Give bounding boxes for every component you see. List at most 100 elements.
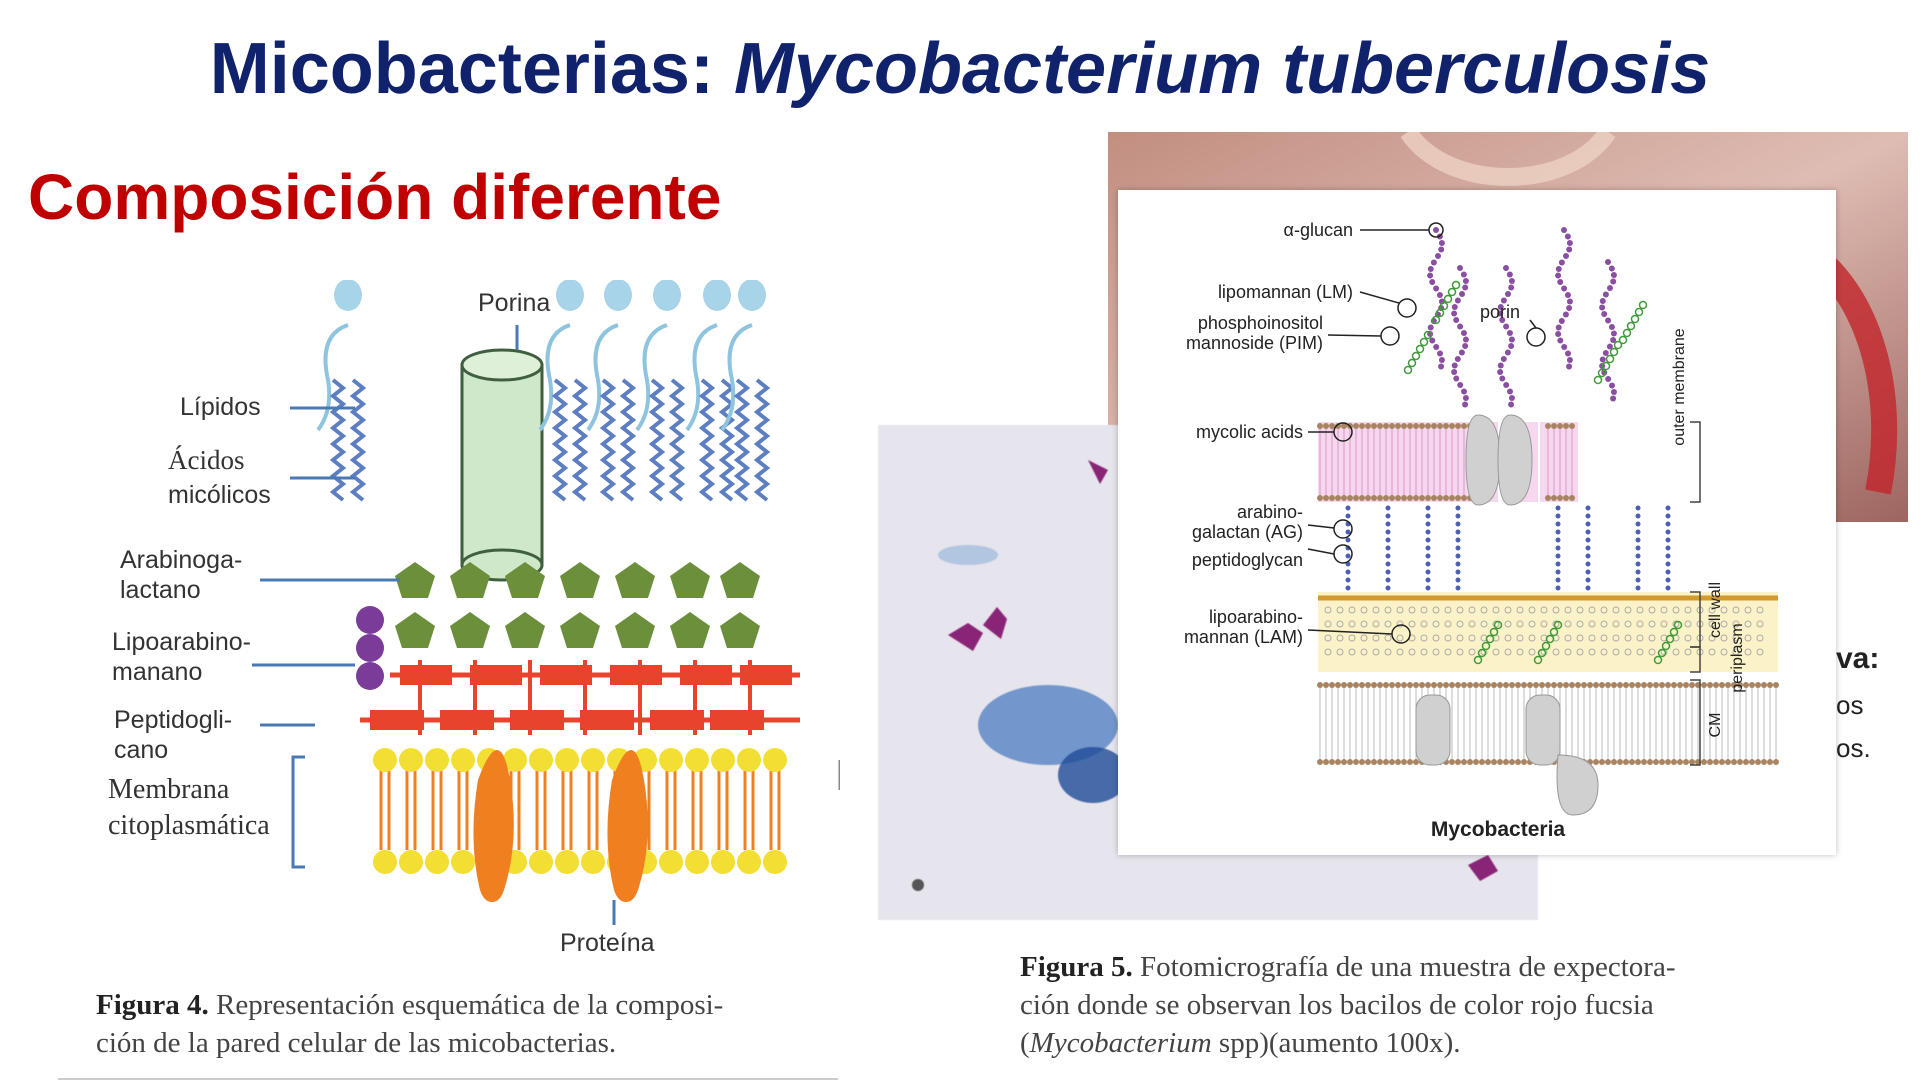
arabinogalactan-pentagon (720, 612, 760, 648)
membrane-headgroup (1353, 682, 1359, 688)
membrane-headgroup (1605, 759, 1611, 765)
phospholipid-head (711, 748, 735, 772)
peptidoglycan-dot (1552, 620, 1560, 628)
arabinogalactan-residue (1665, 521, 1671, 527)
mycolic-acid-zigzag (329, 378, 347, 502)
peptidoglycan-dot (1504, 634, 1512, 642)
glucan-residue (1437, 350, 1444, 357)
membrane-headgroup (1641, 759, 1647, 765)
membrane-headgroup (1449, 759, 1455, 765)
mannan-residue (1423, 330, 1433, 340)
mannan-residue (1669, 627, 1679, 637)
phospholipid-head (425, 850, 449, 874)
membrane-headgroup (1491, 759, 1497, 765)
arabinogalactan-pentagon (450, 612, 490, 648)
membrane-headgroup (1773, 682, 1779, 688)
lipid-headgroup (1461, 423, 1467, 429)
label-peptidoglycan: peptidoglycan (1191, 550, 1303, 570)
mannan-residue (1665, 634, 1675, 644)
mannan-residue (1634, 307, 1644, 317)
arabinogalactan-pentagon (615, 562, 655, 598)
lipid-headgroup (1329, 495, 1335, 501)
membrane-headgroup (1587, 682, 1593, 688)
peptidoglycan-dot (1636, 634, 1644, 642)
porin-proteins (1415, 414, 1599, 816)
partial-text-2: os (1836, 690, 1864, 720)
glucan-residue (1451, 362, 1458, 369)
lipid-headgroup (1335, 495, 1341, 501)
glucan-residue (1566, 363, 1573, 370)
lipid-headgroup (1377, 423, 1383, 429)
slide-title: Micobacterias: Mycobacterium tuberculosi… (0, 28, 1920, 110)
membrane-headgroup (1479, 759, 1485, 765)
lipid-headgroup (1383, 495, 1389, 501)
mannan-residue (1481, 641, 1491, 651)
mannan-residue (1477, 648, 1487, 658)
peptidoglycan-dot (1432, 648, 1440, 656)
lipid-headgroup (1569, 423, 1575, 429)
membrane-headgroup (1647, 759, 1653, 765)
arabinogalactan-residue (1425, 561, 1431, 567)
membrane-headgroup (1707, 759, 1713, 765)
peptidoglycan-dot (1648, 606, 1656, 614)
label-proteina: Proteína (560, 929, 655, 957)
label-pim-line2: mannoside (PIM) (1185, 333, 1323, 353)
arabinogalactan-residue (1385, 553, 1391, 559)
label-manano: manano (112, 658, 203, 686)
peptidoglycan-dot (1396, 648, 1404, 656)
peptidoglycan-dot (1708, 620, 1716, 628)
glucan-residue (1433, 227, 1439, 233)
membrane-headgroup (1413, 759, 1419, 765)
membrane-headgroup (1755, 682, 1761, 688)
glucan-residue (1460, 330, 1467, 336)
membrane-headgroup (1563, 682, 1569, 688)
glucan-residue (1610, 337, 1617, 343)
peptidoglycan-dot (1456, 606, 1464, 614)
peptidoglycan-dot (1456, 620, 1464, 628)
glucan-residue (1558, 259, 1565, 266)
glucan-residue (1566, 305, 1573, 311)
partial-text-3: os. (1836, 733, 1871, 763)
phospholipid-head (763, 748, 787, 772)
membrane-headgroup (1575, 682, 1581, 688)
arabinogalactan-residue (1425, 513, 1431, 519)
label-cm: CM (1707, 712, 1724, 738)
arabinogalactan-residue (1665, 553, 1671, 559)
mannan-residue (1533, 655, 1543, 665)
lipid-headgroup (1377, 495, 1383, 501)
mannan-residue (1545, 634, 1555, 644)
peptidoglycan-dot (1540, 620, 1548, 628)
lipid-headgroup (1551, 423, 1557, 429)
mycolic-acid-zigzag (733, 378, 751, 502)
membrane-headgroup (1767, 682, 1773, 688)
membrane-headgroup (1407, 759, 1413, 765)
glucan-residue (1497, 362, 1504, 369)
lipid-headgroup (1389, 423, 1395, 429)
arabinogalactan-residue (1665, 513, 1671, 519)
arabinogalactan-residue (1635, 561, 1641, 567)
peptidoglycan-dot (1720, 606, 1728, 614)
figure4-caption-label: Figura 4. (96, 989, 209, 1021)
membrane-headgroup (1767, 759, 1773, 765)
arabinogalactan-residue (1385, 569, 1391, 575)
membrane-headgroup (1677, 759, 1683, 765)
lipid-headgroup (1407, 423, 1413, 429)
membrane-headgroup (1671, 759, 1677, 765)
porina-cylinder (460, 348, 544, 582)
membrane-headgroup (1509, 759, 1515, 765)
lipid-headgroup (1329, 423, 1335, 429)
glucan-residue (1454, 297, 1461, 304)
glucan-residue (1607, 285, 1614, 291)
glucan-residue (1601, 311, 1608, 317)
lipoarabinomannan-dots (356, 606, 384, 690)
peptidoglycan-dot (1660, 620, 1668, 628)
mannan-residue (1605, 354, 1615, 364)
membrane-headgroup (1623, 682, 1629, 688)
lipid-heads (316, 279, 771, 502)
peptidoglycan-dot (1336, 648, 1344, 656)
peptidoglycan-dot (1744, 606, 1752, 614)
membrane-headgroup (1515, 682, 1521, 688)
mannan-residue (1673, 620, 1683, 630)
membrane-headgroup (1395, 759, 1401, 765)
peptidoglycan-dot (1600, 606, 1608, 614)
